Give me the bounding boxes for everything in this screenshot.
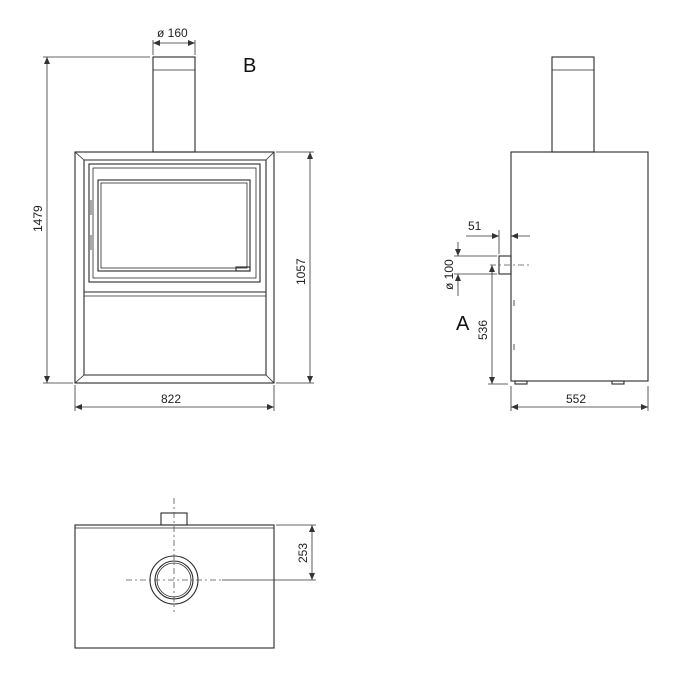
body-height-label: 1057: [294, 258, 308, 285]
top-body: [74, 524, 275, 649]
front-door-handle: [235, 266, 251, 272]
top-view: [74, 498, 275, 649]
side-outlet-diameter-label: ø 100: [442, 259, 456, 290]
top-dimensions: 253: [222, 524, 316, 581]
outlet-b-label: B: [243, 55, 256, 77]
front-view: [74, 56, 275, 384]
top-flue-offset-label: 253: [296, 543, 310, 563]
front-body-outer: [74, 151, 275, 384]
side-flue-pipe: [551, 56, 595, 153]
outlet-a-label: A: [456, 313, 470, 335]
front-flue-pipe: [152, 56, 196, 153]
front-width-label: 822: [161, 392, 181, 406]
side-foot-back: [611, 380, 625, 385]
side-dimensions: 51 ø 100 A 536 552: [442, 219, 649, 411]
side-depth-label: 552: [566, 392, 586, 406]
side-outlet-height-label: 536: [476, 320, 490, 340]
front-door-frame: [88, 163, 261, 283]
flue-diameter-label: ø 160: [157, 26, 188, 40]
side-view: [490, 56, 649, 385]
side-body: [510, 151, 649, 382]
total-height-label: 1479: [31, 205, 45, 232]
side-foot-front: [514, 380, 528, 385]
side-outlet-offset-label: 51: [468, 219, 482, 233]
front-glass-window: [97, 179, 251, 272]
front-dimensions: ø 160 B 1479 1057 822: [31, 26, 314, 411]
